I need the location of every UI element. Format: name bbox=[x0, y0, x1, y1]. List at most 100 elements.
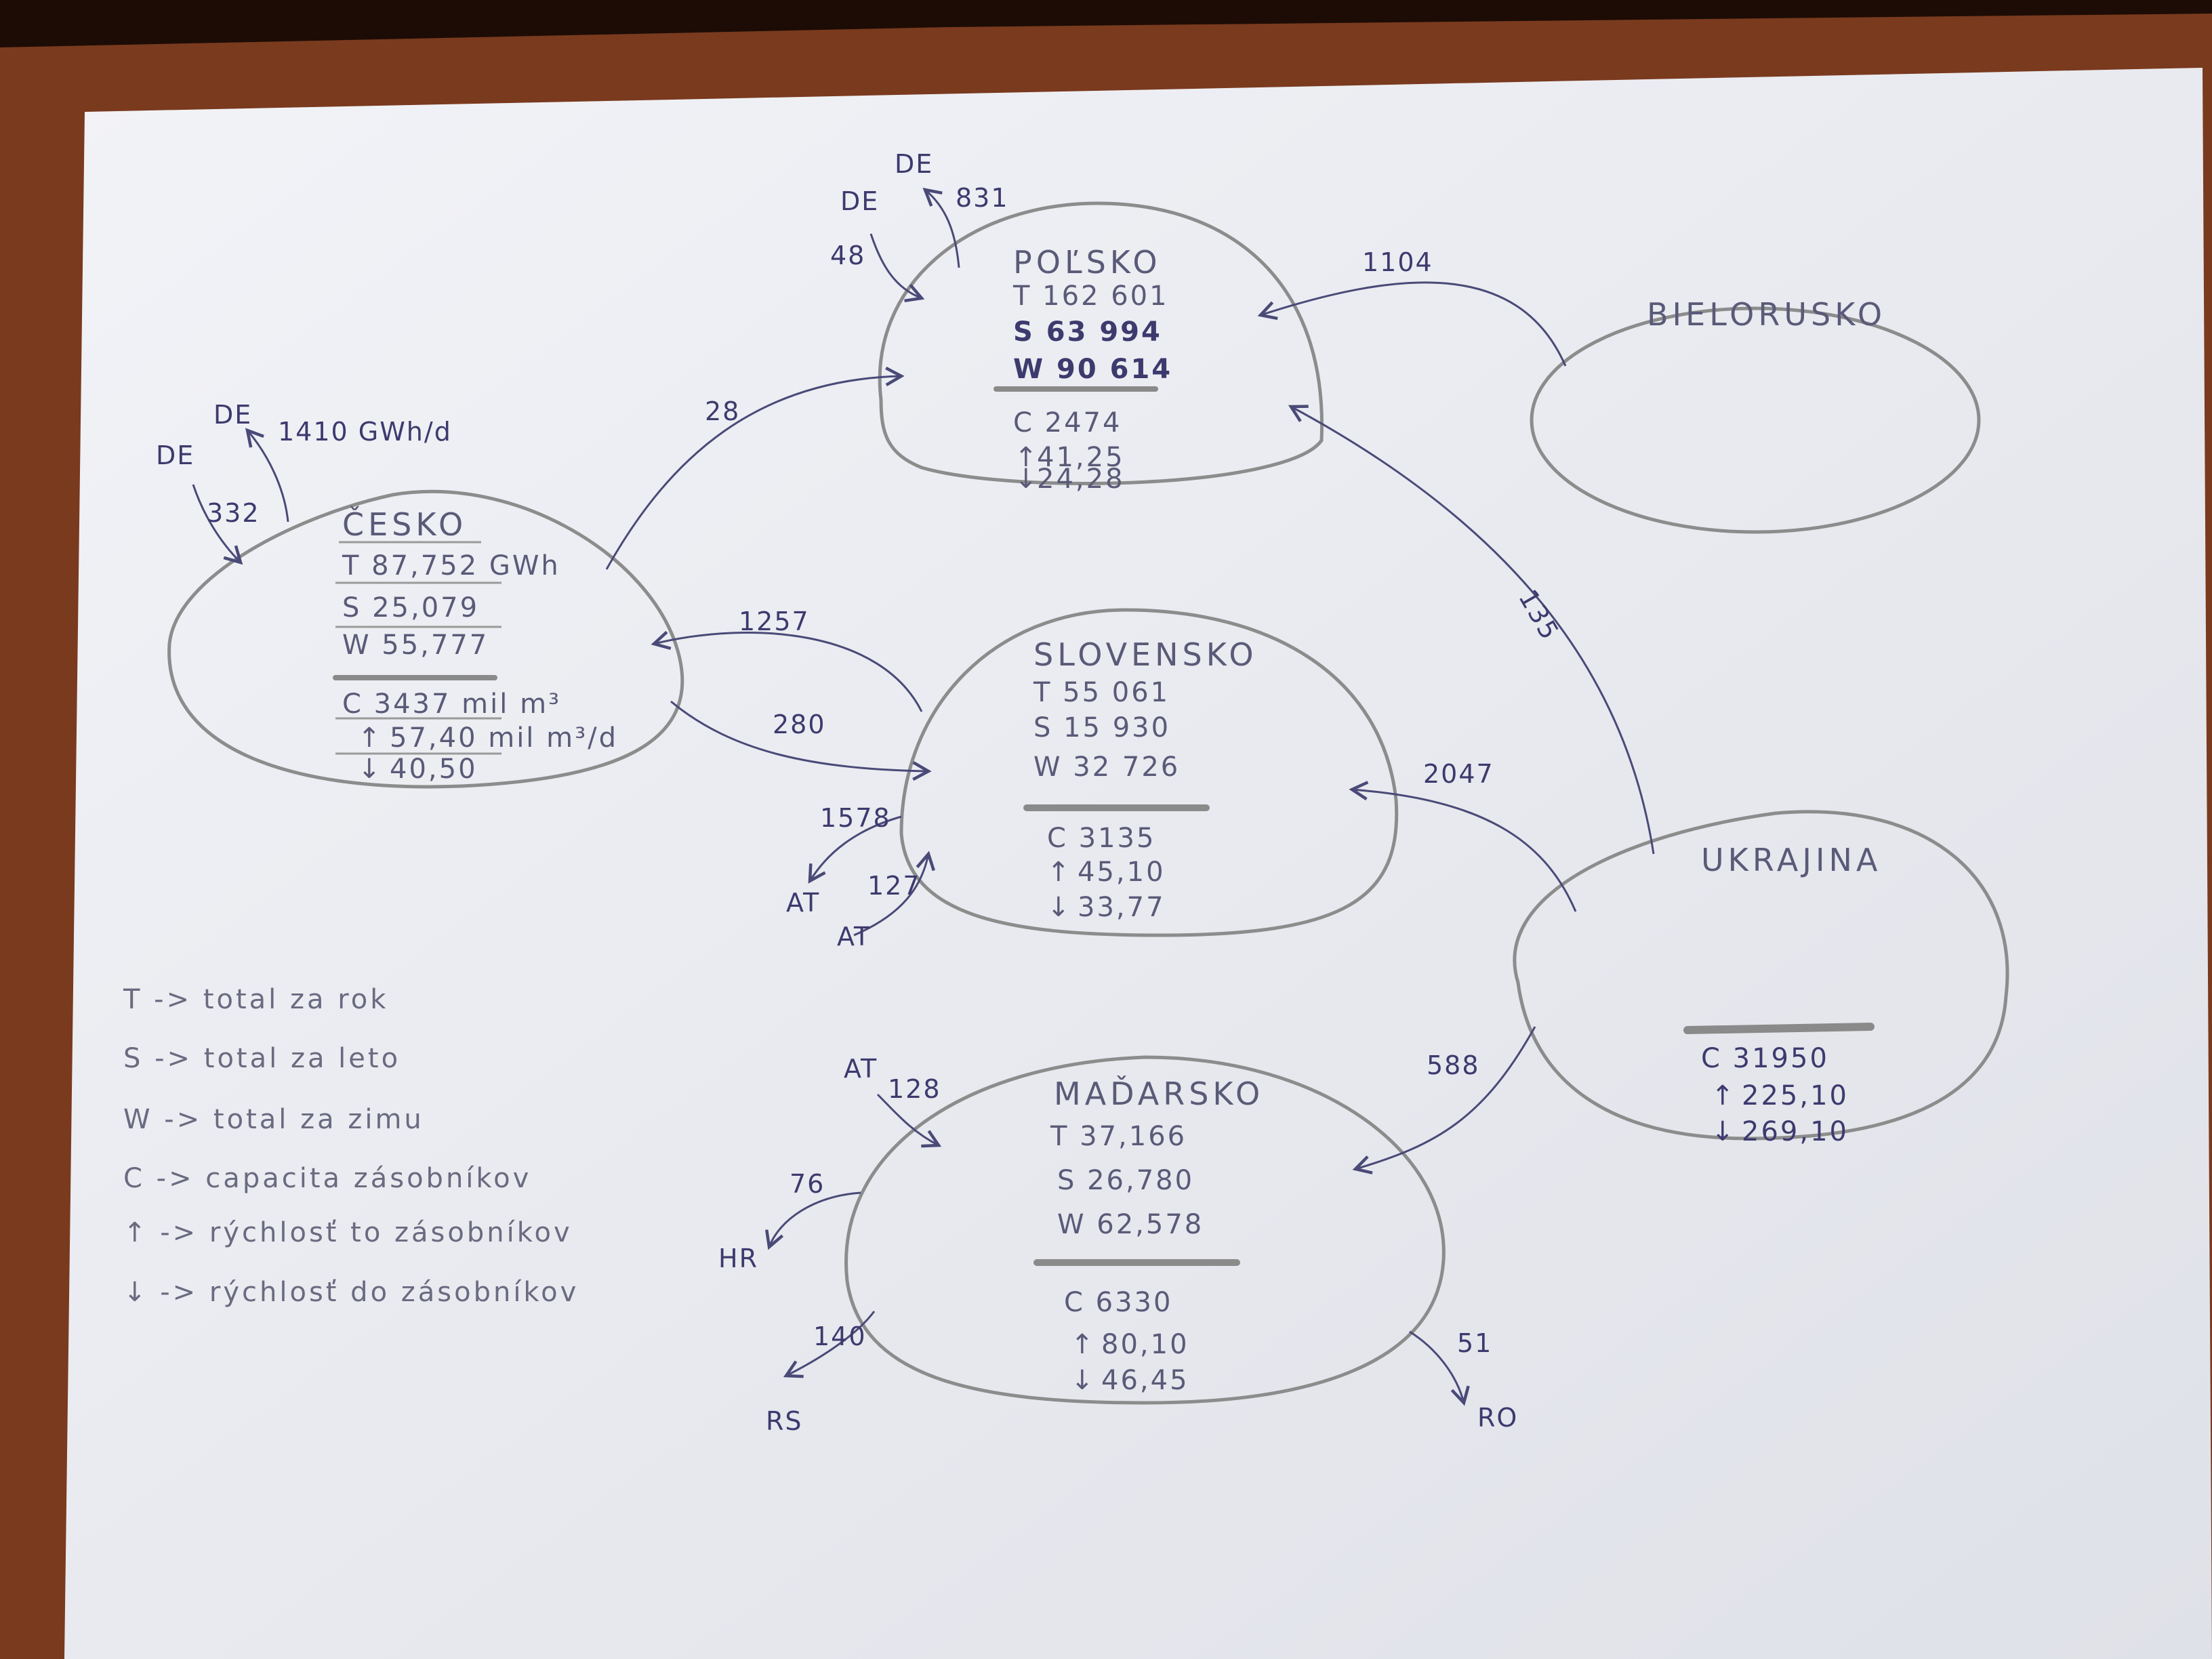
arrow-hu-to-ro bbox=[1409, 1330, 1470, 1406]
flow-label-hu-hr: HR bbox=[718, 1244, 758, 1273]
arrow-ua-to-sk bbox=[1349, 781, 1577, 912]
node-s-polsko: S 63 994 bbox=[1013, 316, 1162, 348]
arrow-cz-to-de bbox=[245, 428, 289, 523]
flow-label-de-cz-out: DE bbox=[213, 400, 252, 430]
node-w-polsko: W 90 614 bbox=[1013, 354, 1172, 385]
node-t-cesko: T 87,752 GWh bbox=[342, 550, 560, 581]
node-title-bielorusko: BIELORUSKO bbox=[1647, 296, 1886, 333]
down-arrow-icon: ↓ bbox=[358, 754, 383, 785]
down-arrow-icon: ↓ bbox=[1711, 1116, 1736, 1147]
up-arrow-icon: ↑ bbox=[1071, 1329, 1096, 1360]
legend-item-c: C -> capacita zásobníkov bbox=[123, 1163, 531, 1194]
node-up-polsko: 41,25 bbox=[1037, 442, 1125, 473]
node-w-cesko: W 55,777 bbox=[342, 630, 489, 661]
node-up-cesko: 57,40 mil m³/d bbox=[390, 722, 618, 754]
flow-label-de-pl-in: DE bbox=[840, 186, 879, 216]
flow-value-hu-ro: 51 bbox=[1457, 1328, 1492, 1358]
node-w-madarsko: W 62,578 bbox=[1057, 1209, 1204, 1240]
node-title-madarsko: MAĎARSKO bbox=[1054, 1076, 1264, 1112]
node-c-madarsko: C 6330 bbox=[1064, 1287, 1172, 1318]
flow-label-de-pl-out: DE bbox=[895, 149, 933, 179]
table-dark-edge bbox=[0, 0, 2212, 47]
node-s-cesko: S 25,079 bbox=[342, 592, 479, 623]
node-oval-cesko bbox=[167, 490, 684, 789]
node-down-polsko: 24,28 bbox=[1037, 464, 1125, 495]
arrow-de-to-cz bbox=[192, 484, 243, 565]
down-arrow-icon: ↓ bbox=[1071, 1365, 1096, 1396]
flow-value-sk-at-out: 1578 bbox=[820, 803, 891, 833]
node-up-madarsko: 80,10 bbox=[1101, 1329, 1189, 1360]
flow-label-de-cz-in: DE bbox=[156, 441, 194, 470]
flow-label-hu-ro: RO bbox=[1477, 1403, 1518, 1433]
arrow-sk-to-cz bbox=[651, 630, 923, 712]
flow-label-hu-rs: RS bbox=[766, 1406, 803, 1436]
flow-value-de-cz-out: 1410 GWh/d bbox=[278, 417, 452, 447]
arrow-ua-to-pl bbox=[1288, 405, 1655, 855]
up-arrow-icon: ↑ bbox=[358, 722, 383, 754]
divider-ukrajina bbox=[1683, 1023, 1875, 1034]
arrow-at-to-hu bbox=[876, 1093, 942, 1148]
flow-label-at-hu: AT bbox=[844, 1054, 878, 1084]
legend-item-up: ↑ -> rýchlosť to zásobníkov bbox=[123, 1217, 573, 1248]
node-t-polsko: T 162 601 bbox=[1012, 281, 1169, 312]
node-c-ukrajina: C 31950 bbox=[1701, 1043, 1829, 1074]
legend-item-t: T -> total za rok bbox=[123, 984, 388, 1015]
node-w-slovensko: W 32 726 bbox=[1033, 752, 1180, 783]
legend-item-s: S -> total za leto bbox=[123, 1043, 401, 1074]
node-t-slovensko: T 55 061 bbox=[1033, 677, 1170, 708]
legend-item-down: ↓ -> rýchlosť do zásobníkov bbox=[123, 1277, 579, 1308]
arrow-sk-to-at bbox=[808, 815, 902, 884]
flow-value-at-sk-in: 127 bbox=[867, 871, 921, 901]
flow-value-hu-hr: 76 bbox=[790, 1169, 825, 1199]
flow-value-at-hu: 128 bbox=[888, 1074, 941, 1104]
paper-sheet bbox=[64, 68, 2212, 1659]
arrow-de-to-pl bbox=[869, 233, 925, 303]
flow-label-at-sk-in: AT bbox=[837, 922, 871, 951]
flow-value-de-cz-in: 332 bbox=[207, 498, 260, 528]
arrow-at-to-sk bbox=[853, 851, 935, 937]
flow-value-hu-rs: 140 bbox=[813, 1322, 867, 1351]
node-title-polsko: POĽSKO bbox=[1013, 244, 1162, 281]
flow-value-ua-sk: 2047 bbox=[1423, 759, 1494, 789]
node-oval-madarsko bbox=[844, 1055, 1446, 1405]
node-title-ukrajina: UKRAJINA bbox=[1701, 842, 1881, 878]
node-title-cesko: ČESKO bbox=[342, 506, 467, 543]
node-c-cesko: C 3437 mil m³ bbox=[342, 689, 561, 720]
node-oval-bielorusko bbox=[1530, 306, 1981, 534]
flow-value-ua-hu: 588 bbox=[1427, 1050, 1480, 1080]
node-down-slovensko: 33,77 bbox=[1078, 892, 1166, 923]
up-arrow-icon: ↑ bbox=[1711, 1080, 1736, 1111]
flow-value-de-pl-in: 48 bbox=[830, 241, 865, 270]
flow-value-cz-pl: 28 bbox=[705, 396, 740, 426]
arrow-cz-to-pl bbox=[605, 367, 905, 570]
node-t-madarsko: T 37,166 bbox=[1050, 1121, 1187, 1152]
arrow-hu-to-hr bbox=[764, 1191, 861, 1250]
flow-value-de-pl-out: 831 bbox=[956, 183, 1009, 213]
arrow-hu-to-rs bbox=[783, 1311, 876, 1378]
node-up-ukrajina: 225,10 bbox=[1742, 1080, 1849, 1111]
up-arrow-icon: ↑ bbox=[1015, 442, 1040, 473]
arrow-by-to-pl bbox=[1257, 281, 1567, 367]
node-down-cesko: 40,50 bbox=[390, 754, 478, 785]
arrow-pl-to-de bbox=[922, 188, 960, 268]
up-arrow-icon: ↑ bbox=[1047, 857, 1072, 888]
arrow-cz-to-sk bbox=[670, 700, 932, 781]
flow-label-sk-at-out: AT bbox=[786, 888, 820, 918]
node-oval-ukrajina bbox=[1513, 810, 2009, 1141]
node-title-slovensko: SLOVENSKO bbox=[1033, 636, 1258, 673]
node-s-madarsko: S 26,780 bbox=[1057, 1165, 1194, 1196]
legend-item-w: W -> total za zimu bbox=[123, 1104, 424, 1135]
flow-value-sk-cz: 1257 bbox=[739, 607, 810, 636]
node-down-madarsko: 46,45 bbox=[1101, 1365, 1189, 1396]
flow-value-cz-sk: 280 bbox=[773, 710, 826, 739]
node-c-polsko: C 2474 bbox=[1013, 407, 1122, 438]
down-arrow-icon: ↓ bbox=[1047, 892, 1072, 923]
node-up-slovensko: 45,10 bbox=[1078, 857, 1166, 888]
node-oval-polsko bbox=[878, 201, 1324, 485]
down-arrow-icon: ↓ bbox=[1015, 464, 1040, 495]
node-c-slovensko: C 3135 bbox=[1047, 823, 1155, 854]
arrow-ua-to-hu bbox=[1352, 1026, 1536, 1174]
node-down-ukrajina: 269,10 bbox=[1742, 1116, 1849, 1147]
node-s-slovensko: S 15 930 bbox=[1033, 712, 1170, 743]
